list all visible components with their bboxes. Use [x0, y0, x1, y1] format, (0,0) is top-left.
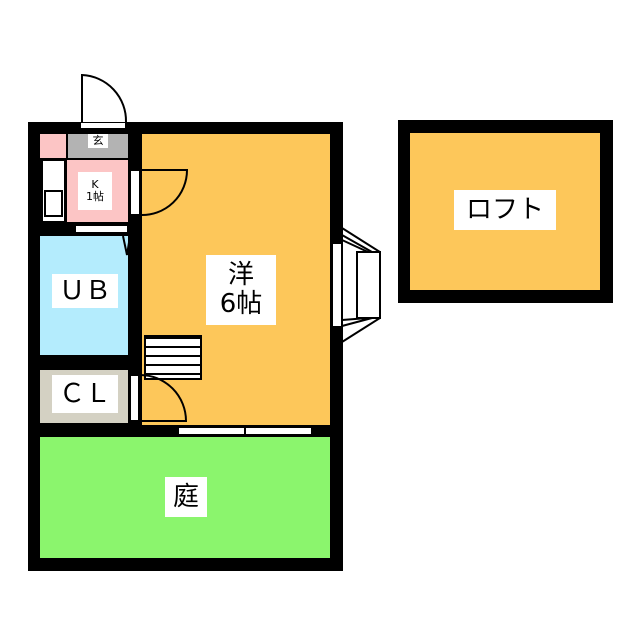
western-name: 洋 [227, 260, 254, 291]
stairs [144, 335, 202, 380]
kitchen-name: K [91, 177, 99, 191]
bath-label: ＵＢ [52, 274, 118, 308]
kitchen-size: 1帖 [86, 190, 104, 203]
western-size: 6帖 [219, 289, 263, 319]
bay-window [331, 227, 381, 343]
entrance-door-swing [81, 73, 128, 123]
closet-door-swing [139, 374, 188, 422]
western-label: 洋 6帖 [206, 255, 276, 325]
garden-label: 庭 [165, 477, 207, 517]
sink-icon [44, 190, 63, 217]
entrance-small-area [40, 134, 66, 158]
kitchen-label: K 1帖 [78, 172, 112, 210]
kitchen-door-opening [130, 170, 140, 215]
closet-door-opening [130, 375, 139, 421]
loft-label: ロフト [454, 190, 556, 230]
entrance-label: 玄 [88, 134, 108, 148]
bath-door-opening [75, 225, 128, 233]
kitchen-door-swing [139, 169, 189, 217]
bath-door-mark [122, 235, 131, 256]
closet-label: ＣＬ [52, 375, 118, 413]
entrance-door-opening [80, 122, 126, 129]
